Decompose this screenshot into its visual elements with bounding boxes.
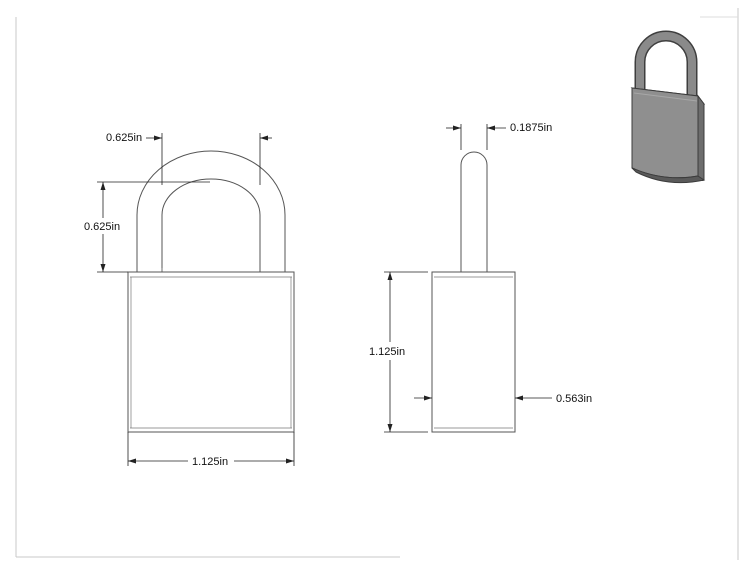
side-shackle-thickness-dimension: 0.1875in bbox=[446, 122, 552, 150]
front-body-width-label: 1.125in bbox=[192, 456, 228, 468]
front-body-width-dimension: 1.125in bbox=[127, 432, 295, 468]
front-shackle-gap-dimension: 0.625in bbox=[106, 132, 272, 185]
side-shackle-thickness-label: 0.1875in bbox=[510, 122, 552, 134]
sheet-border bbox=[15, 8, 739, 560]
front-shackle-height-label: 0.625in bbox=[84, 221, 120, 233]
front-body bbox=[127, 271, 295, 433]
front-shackle-height-dimension: 0.625in bbox=[84, 181, 210, 273]
padlock-isometric-icon bbox=[630, 30, 706, 184]
front-view: 0.625in 0.625in 1.125in bbox=[84, 132, 295, 468]
side-body-height-label: 1.125in bbox=[369, 346, 405, 358]
side-view: 0.1875in 1.125in 0.563in bbox=[369, 122, 592, 433]
side-body-depth-label: 0.563in bbox=[556, 393, 592, 405]
side-body bbox=[431, 271, 516, 433]
front-shackle bbox=[136, 150, 286, 272]
side-body-depth-dimension: 0.563in bbox=[414, 393, 592, 405]
side-shackle bbox=[460, 151, 488, 272]
front-shackle-gap-label: 0.625in bbox=[106, 132, 142, 144]
side-body-height-dimension: 1.125in bbox=[369, 271, 428, 433]
